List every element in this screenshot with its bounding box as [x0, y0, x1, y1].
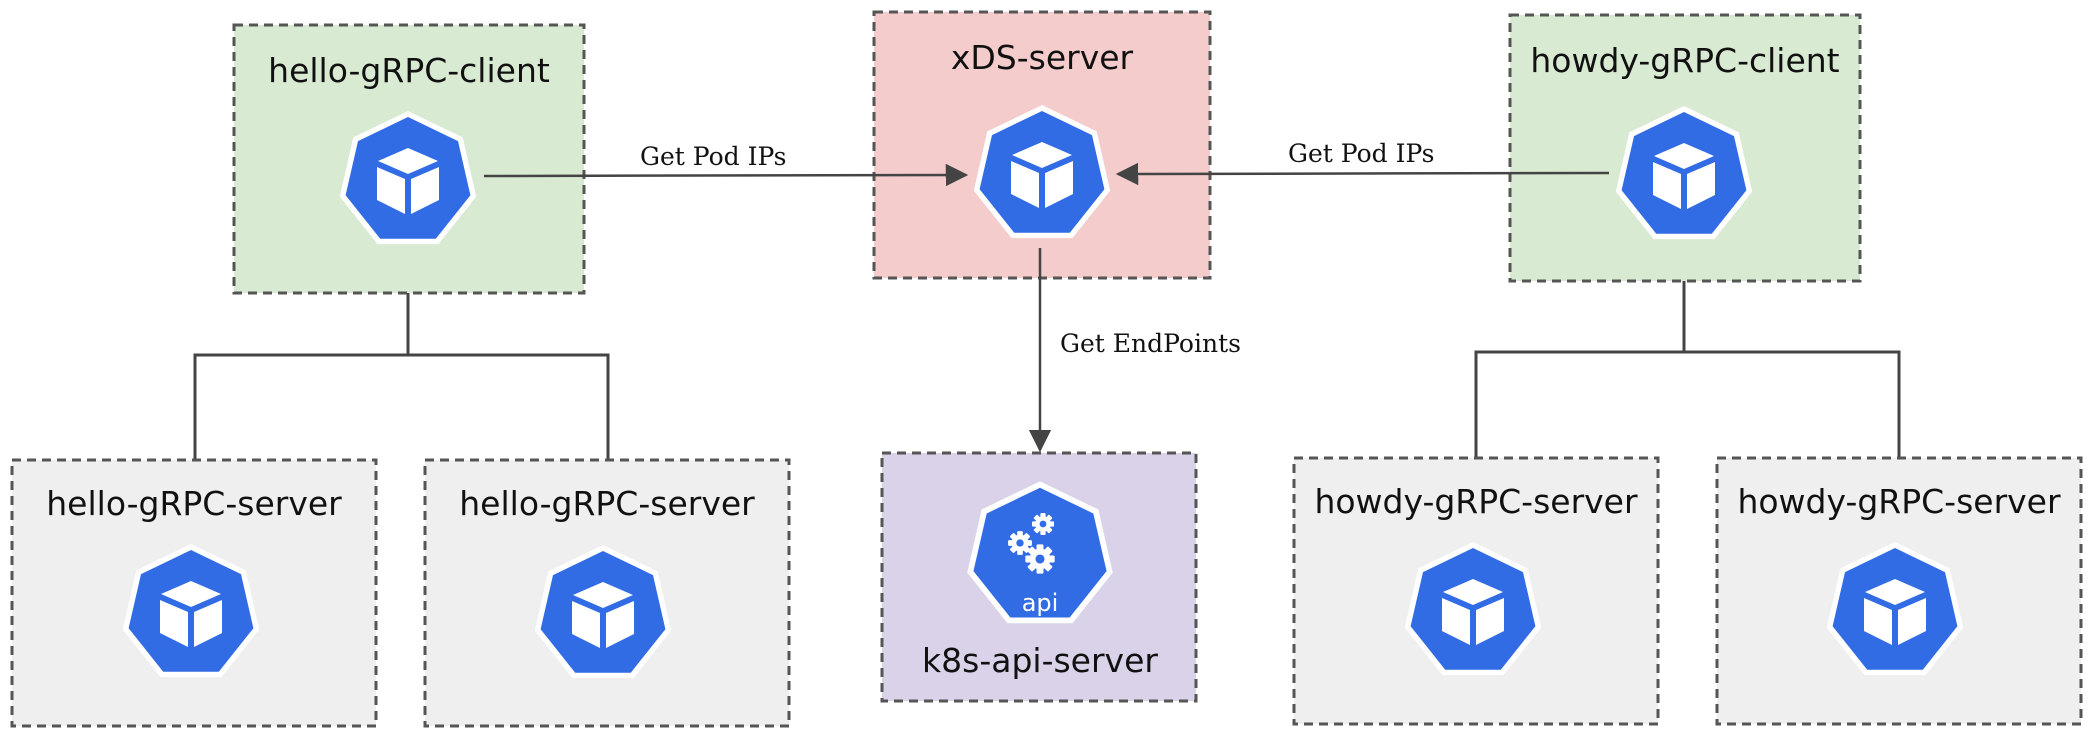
- gear-icon: [1032, 513, 1054, 535]
- hello-client-tree-line: [193, 248, 410, 460]
- k8s-api-server-label: k8s-api-server: [922, 641, 1158, 680]
- box-howdy-server-2: howdy-gRPC-server: [1715, 456, 2083, 726]
- hello-client-tree-line-right: [408, 353, 610, 460]
- box-k8s-api-server: api k8s-api-server: [880, 451, 1198, 703]
- howdy-client-tree-line: [1474, 245, 1686, 458]
- box-howdy-client: howdy-gRPC-client: [1508, 13, 1862, 283]
- box-hello-server-1: hello-gRPC-server: [10, 458, 378, 728]
- edge-label-howdy-get-pod-ips: Get Pod IPs: [1288, 139, 1434, 168]
- tree-connectors: [193, 245, 1901, 460]
- xds-server-label: xDS-server: [951, 38, 1134, 77]
- box-howdy-server-1: howdy-gRPC-server: [1292, 456, 1660, 726]
- arrows: [483, 162, 1610, 453]
- arrow-howdy-to-xds: [1115, 162, 1610, 186]
- hello-server-1-label: hello-gRPC-server: [46, 484, 342, 523]
- box-xds-server: xDS-server: [872, 10, 1212, 280]
- kubernetes-api-icon: api: [967, 481, 1113, 624]
- howdy-server-2-label: howdy-gRPC-server: [1737, 482, 2061, 521]
- box-hello-client: hello-gRPC-client: [232, 23, 586, 295]
- edge-label-hello-get-pod-ips: Get Pod IPs: [640, 142, 786, 171]
- box-hello-server-2: hello-gRPC-server: [423, 458, 791, 728]
- howdy-client-tree-line-right: [1684, 350, 1901, 458]
- hello-server-2-label: hello-gRPC-server: [459, 484, 755, 523]
- howdy-client-label: howdy-gRPC-client: [1530, 41, 1839, 80]
- arrow-hello-to-xds: [483, 163, 969, 187]
- gear-icon: [1025, 544, 1055, 574]
- hello-client-label: hello-gRPC-client: [268, 51, 550, 90]
- howdy-server-1-label: howdy-gRPC-server: [1314, 482, 1638, 521]
- edge-label-get-endpoints: Get EndPoints: [1060, 329, 1241, 358]
- api-icon-text: api: [1022, 589, 1059, 617]
